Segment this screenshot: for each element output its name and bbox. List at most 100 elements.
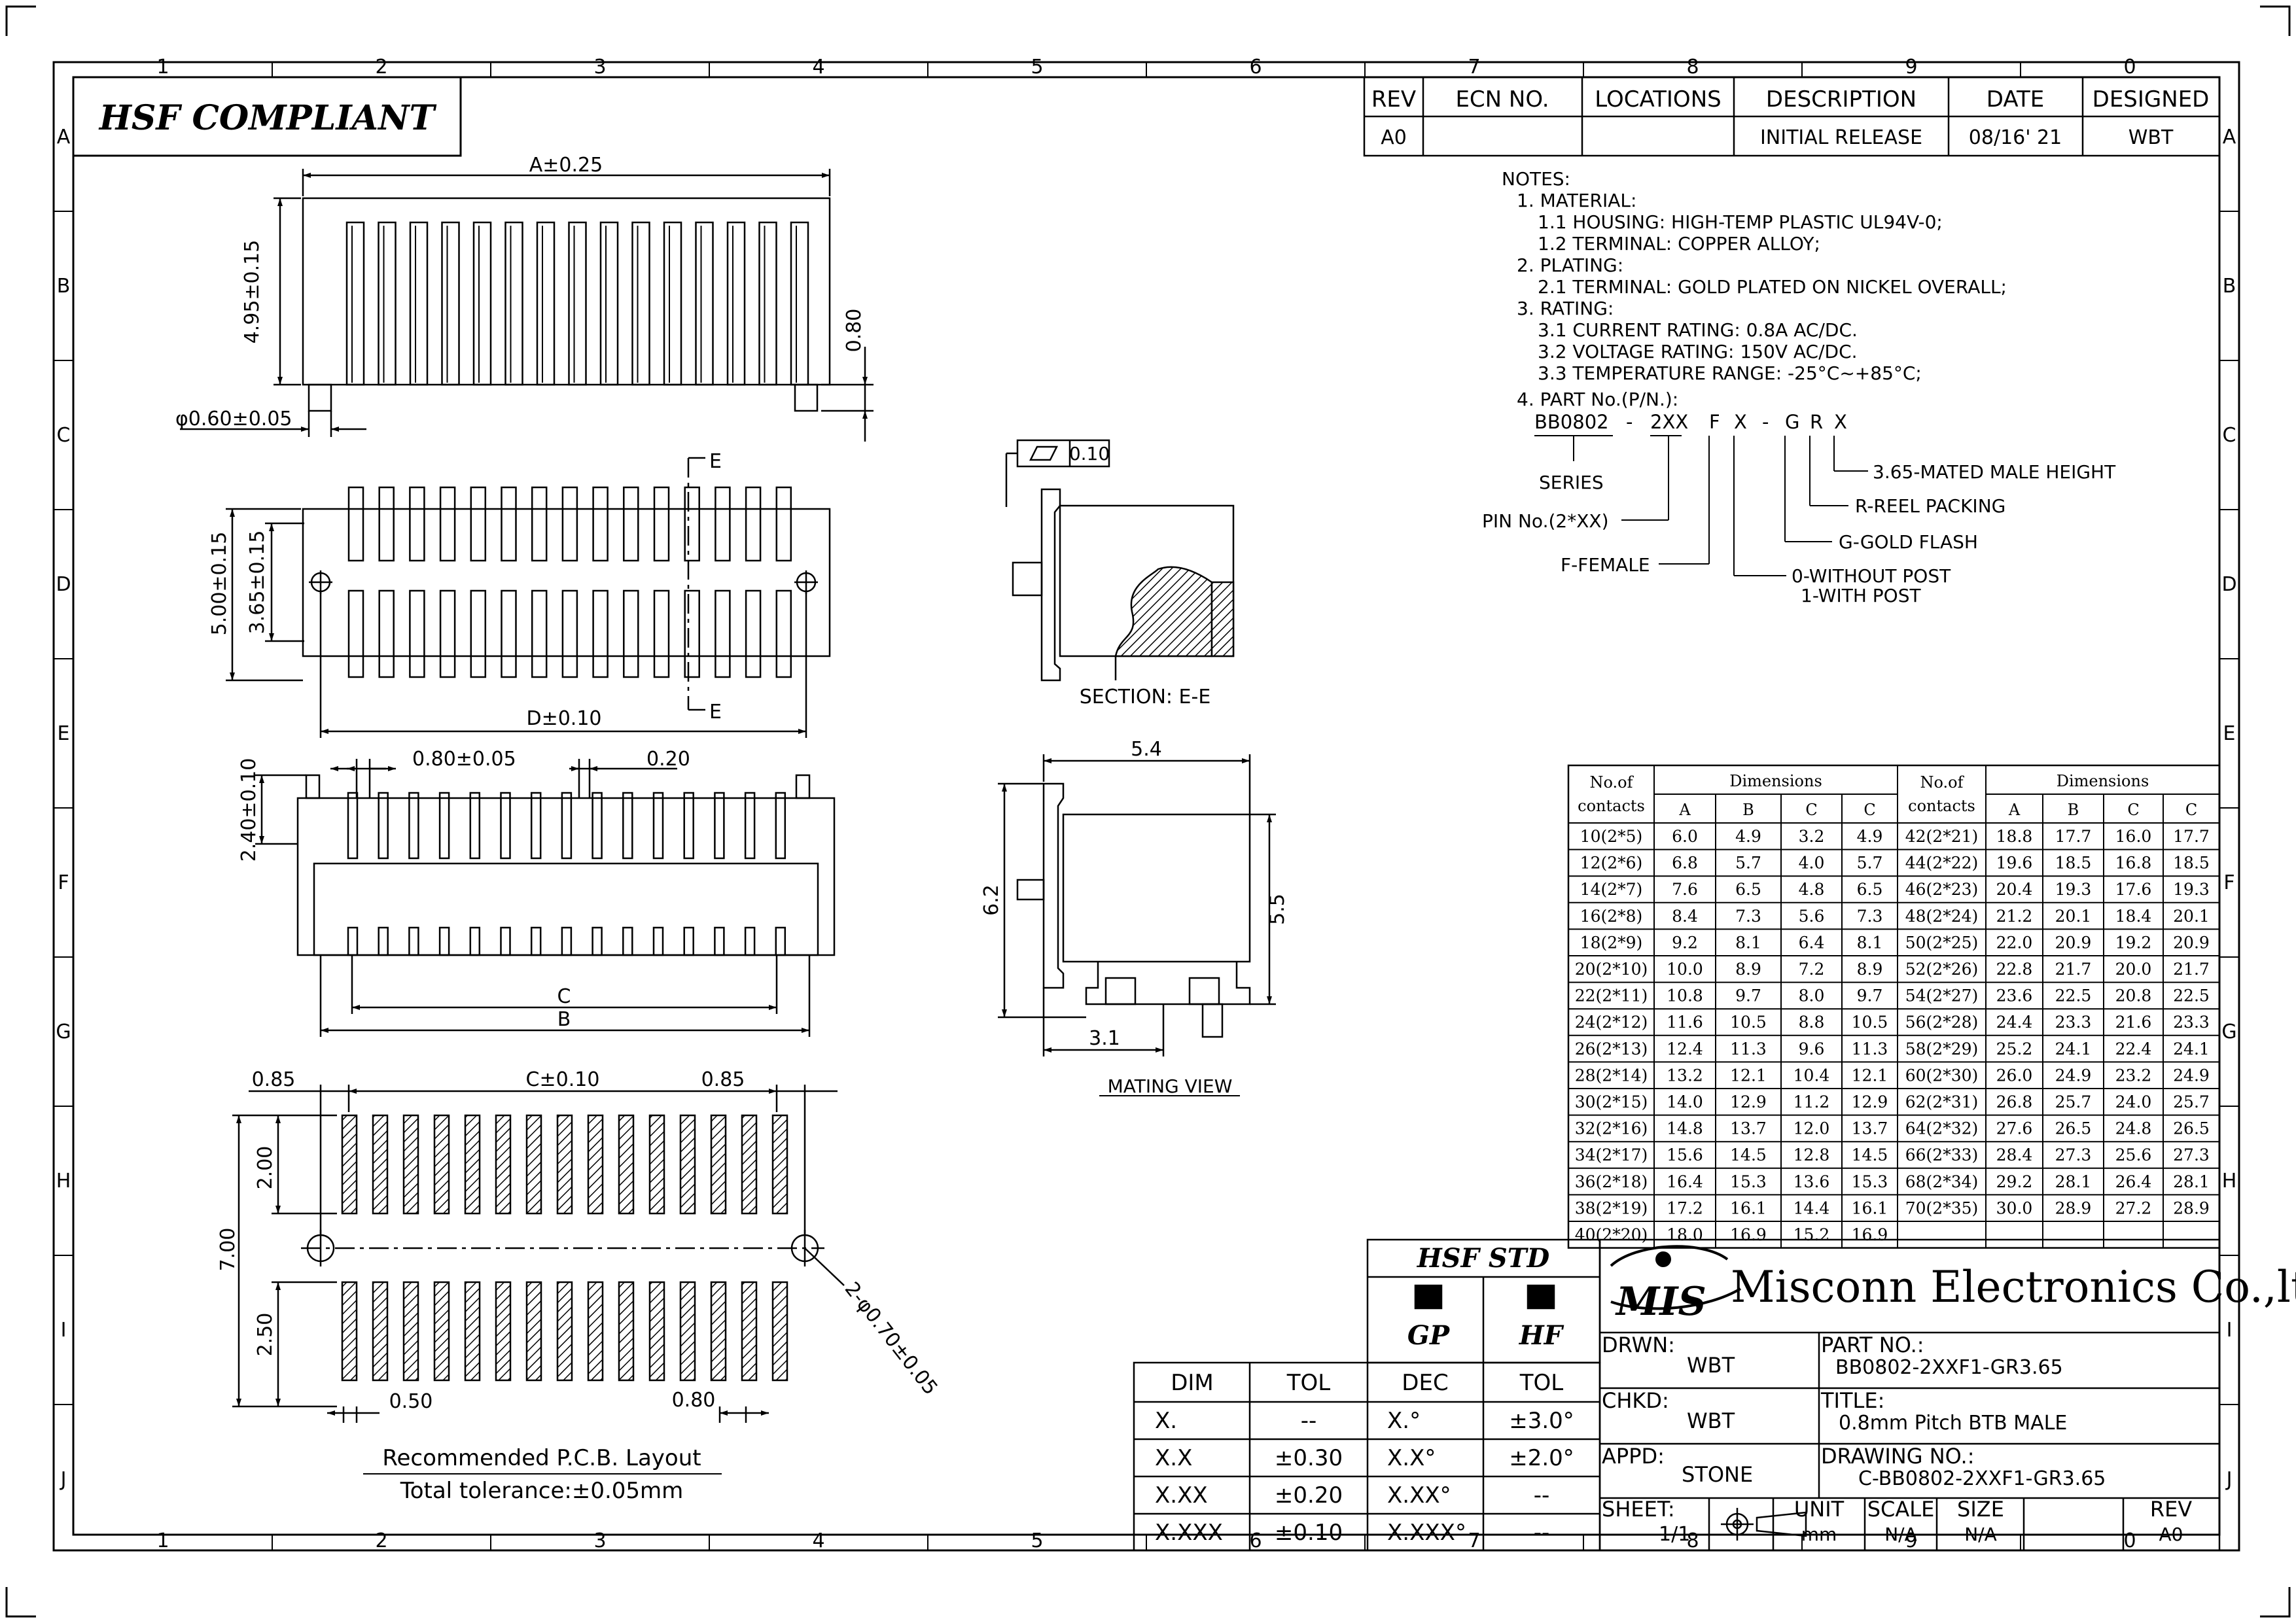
table-cell: 21.7 [2173,960,2210,979]
notes-line: 3. RATING: [1517,298,1614,319]
pcb-pad-length-label: 2.00 [254,1146,277,1190]
code-post: X [1734,411,1747,433]
drwn-label: DRWN: [1602,1333,1675,1357]
dim-post-dia-label: φ0.60±0.05 [175,408,292,430]
table-cell: 9.2 [1672,933,1698,952]
pcb-pad [679,1114,696,1215]
table-cell: 10.8 [1667,986,1703,1005]
table-cell: 48(2*24) [1905,907,1979,926]
legend-female: F-FEMALE [1561,554,1650,576]
table-cell: 7.3 [1857,907,1883,926]
table-cell: 23.2 [2115,1066,2152,1085]
table-cell: 14.4 [1793,1198,1830,1217]
table-cell: 6.5 [1857,880,1883,899]
terminal-slot [775,589,792,678]
table-cell: 30.0 [1996,1198,2033,1217]
terminal-slot [536,221,556,386]
terminal-pin [438,926,450,956]
terminal-slot [599,221,619,386]
table-cell: 25.7 [2173,1092,2210,1111]
notes-line: 4. PART No.(P/N.): [1517,389,1678,410]
table-cell: 24.1 [2173,1039,2210,1058]
pcb-pad [433,1114,450,1215]
rev-header-description: DESCRIPTION [1766,86,1916,113]
code-gender: F [1709,411,1720,433]
table-cell: 12.1 [1852,1066,1888,1085]
pcb-pad [556,1281,573,1382]
table-cell: 26.5 [2173,1119,2210,1138]
rev-value-designed: WBT [2128,126,2174,149]
rev-header-rev: REV [1371,86,1416,113]
table-header-column: A [2008,801,2021,819]
table-cell: 19.3 [2173,880,2210,899]
zone-row-label: D [2221,573,2236,596]
table-cell: 36(2*18) [1575,1172,1648,1191]
table-cell: 23.3 [2173,1013,2210,1032]
table-cell: 20.4 [1996,880,2033,899]
table-cell: 56(2*28) [1905,1013,1979,1032]
table-cell: 26.0 [1996,1066,2033,1085]
tol-cell: ±3.0° [1509,1408,1574,1434]
table-cell: 16.1 [1852,1198,1888,1217]
tol-cell: ±0.30 [1275,1445,1343,1471]
flatness-value: 0.10 [1069,443,1110,464]
size-label: SIZE [1957,1497,2004,1522]
zone-column-label: 0 [2123,1529,2136,1552]
pcb-pad [525,1114,542,1215]
table-cell: 12.9 [1852,1092,1888,1111]
terminal-slot [347,589,364,678]
pcb-overall-label: 7.00 [217,1228,239,1272]
table-cell: 14.5 [1730,1145,1767,1164]
pcb-pad [648,1281,665,1382]
drawing-no-value: C-BB0802-2XXF1-GR3.65 [1858,1467,2106,1490]
table-cell: 7.3 [1735,907,1761,926]
mating-view-label: MATING VIEW [1108,1075,1233,1097]
table-cell: 6.8 [1672,854,1698,873]
table-cell: 8.9 [1735,960,1761,979]
zone-row-label: J [2225,1468,2233,1491]
table-cell: 17.2 [1667,1198,1703,1217]
terminal-pin [714,792,725,860]
terminal-pin [408,792,419,860]
table-cell: 14.8 [1667,1119,1703,1138]
terminal-pins [347,792,786,956]
table-frame [1567,764,2221,1249]
zone-row-label: A [57,126,71,148]
table-cell: 62(2*31) [1905,1092,1979,1111]
pcb-pad [372,1281,389,1382]
table-cell: 24(2*12) [1575,1013,1648,1032]
table-cell: 18.0 [1667,1225,1703,1244]
terminal-slot [378,221,397,386]
table-cell: 8.1 [1857,933,1883,952]
table-cell: 11.6 [1667,1013,1703,1032]
table-cell: 8.8 [1799,1013,1825,1032]
table-cell: 19.6 [1996,854,2033,873]
table-cell: 18.5 [2173,854,2210,873]
side-view [255,759,836,1037]
dim-height-label: 4.95±0.15 [241,240,264,344]
table-cell: 5.7 [1857,854,1883,873]
dim-inner-label: 3.65±0.15 [246,531,269,635]
table-cell: 4.0 [1799,854,1825,873]
size-value: N/A [1964,1524,1997,1545]
table-cell: 12.8 [1793,1145,1830,1164]
terminal-slots [345,221,809,386]
terminal-pin [683,792,694,860]
zone-row-label: H [56,1170,71,1193]
table-cell: 5.7 [1735,854,1761,873]
terminal-slot [470,486,487,562]
table-cell: 12.1 [1730,1066,1767,1085]
table-cell: 3.2 [1799,827,1825,846]
legend-post0: 0-WITHOUT POST [1792,565,1951,587]
terminal-pin [378,926,389,956]
title-value: 0.8mm Pitch BTB MALE [1839,1412,2067,1435]
terminal-pin [683,926,694,956]
table-cell: 12.9 [1730,1092,1767,1111]
table-cell: 44(2*22) [1905,854,1979,873]
terminal-slot [653,486,670,562]
mating-height-label: 6.2 [980,884,1003,916]
unit-label: UNIT [1794,1497,1845,1522]
table-cell: 50(2*25) [1905,933,1979,952]
tol-cell: ±0.20 [1275,1482,1343,1509]
terminal-slot [561,589,578,678]
